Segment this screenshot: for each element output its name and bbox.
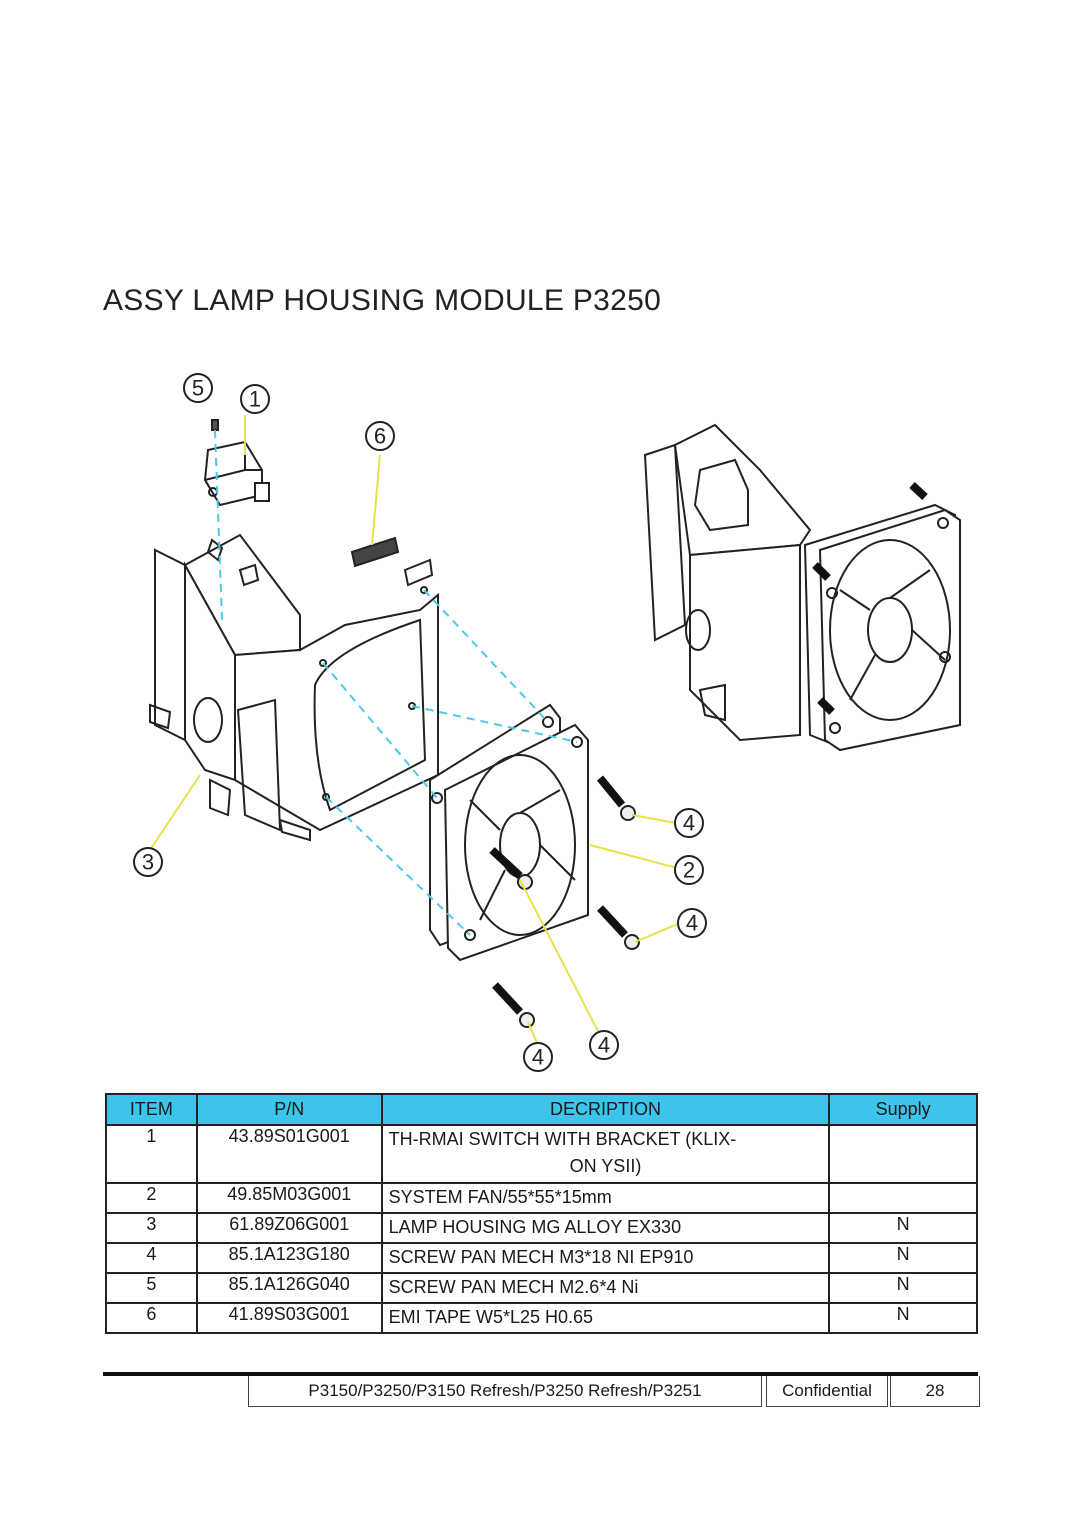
lamp-housing-assembled	[643, 423, 961, 752]
callout-1	[240, 384, 270, 414]
assembly-guide-lines	[214, 429, 578, 936]
table-row: 5 85.1A126G040 SCREW PAN MECH M2.6*4 Ni …	[105, 1272, 978, 1304]
row-item: 4	[105, 1242, 198, 1274]
row-supply: N	[828, 1212, 978, 1244]
row-item: 5	[105, 1272, 198, 1304]
row-supply: N	[828, 1302, 978, 1334]
row-item: 6	[105, 1302, 198, 1334]
row-supply	[828, 1182, 978, 1214]
footer-models: P3150/P3250/P3150 Refresh/P3250 Refresh/…	[248, 1376, 762, 1407]
row-description: SCREW PAN MECH M2.6*4 Ni	[380, 1272, 831, 1304]
header-description: DECRIPTION	[380, 1093, 831, 1126]
callout-4a	[674, 808, 704, 838]
page-title: ASSY LAMP HOUSING MODULE P3250	[103, 284, 662, 317]
callout-4a-label: 4	[683, 811, 695, 836]
callout-3-label: 3	[142, 850, 154, 875]
row-item: 1	[105, 1124, 198, 1184]
row-pn: 43.89S01G001	[195, 1124, 383, 1184]
table-row: 1 43.89S01G001 TH-RMAI SWITCH WITH BRACK…	[105, 1124, 978, 1184]
callout-6	[365, 421, 395, 451]
leader-lines	[149, 415, 681, 1046]
callout-4d	[589, 1030, 619, 1060]
row-item: 2	[105, 1182, 198, 1214]
footer-page-number: 28	[890, 1376, 980, 1407]
header-supply: Supply	[828, 1093, 978, 1126]
lamp-housing-exploded	[149, 533, 439, 842]
table-row: 4 85.1A123G180 SCREW PAN MECH M3*18 NI E…	[105, 1242, 978, 1274]
callout-5-label: 5	[192, 376, 204, 401]
row-description-line2: ON YSII)	[569, 1156, 642, 1176]
table-row: 2 49.85M03G001 SYSTEM FAN/55*55*15mm	[105, 1182, 978, 1214]
row-description-line1: TH-RMAI SWITCH WITH BRACKET (KLIX-	[388, 1129, 737, 1149]
callout-2-label: 2	[683, 858, 695, 883]
row-description: TH-RMAI SWITCH WITH BRACKET (KLIX- ON YS…	[380, 1124, 831, 1184]
row-description: LAMP HOUSING MG ALLOY EX330	[380, 1212, 831, 1244]
row-pn: 41.89S03G001	[195, 1302, 383, 1334]
header-pn: P/N	[195, 1093, 383, 1126]
row-pn: 85.1A126G040	[195, 1272, 383, 1304]
row-pn: 49.85M03G001	[195, 1182, 383, 1214]
row-supply	[828, 1124, 978, 1184]
row-pn: 61.89Z06G001	[195, 1212, 383, 1244]
callout-4c	[523, 1042, 553, 1072]
header-item: ITEM	[105, 1093, 198, 1126]
callout-6-label: 6	[374, 424, 386, 449]
row-description: SYSTEM FAN/55*55*15mm	[380, 1182, 831, 1214]
exploded-view-diagram: 5 1 6 3 4 2 4 4 4	[133, 373, 961, 1072]
callout-1-label: 1	[249, 387, 261, 412]
row-supply: N	[828, 1242, 978, 1274]
callout-4b-label: 4	[686, 911, 698, 936]
footer-confidential: Confidential	[766, 1376, 888, 1407]
row-pn: 85.1A123G180	[195, 1242, 383, 1274]
callout-4b	[677, 908, 707, 938]
row-description: EMI TAPE W5*L25 H0.65	[380, 1302, 831, 1334]
row-description: SCREW PAN MECH M3*18 NI EP910	[380, 1242, 831, 1274]
row-item: 3	[105, 1212, 198, 1244]
system-fan	[429, 703, 589, 962]
callout-2	[674, 855, 704, 885]
table-row: 6 41.89S03G001 EMI TAPE W5*L25 H0.65 N	[105, 1302, 978, 1334]
callout-4d-label: 4	[598, 1033, 610, 1058]
fan-screws	[489, 775, 628, 1015]
footer-divider	[103, 1372, 978, 1376]
callout-3	[133, 847, 163, 877]
table-header-row: ITEM P/N DECRIPTION Supply	[105, 1093, 978, 1126]
parts-table: ITEM P/N DECRIPTION Supply 1 43.89S01G00…	[105, 1093, 978, 1334]
row-supply: N	[828, 1272, 978, 1304]
callout-5	[183, 373, 213, 403]
callout-4c-label: 4	[532, 1045, 544, 1070]
table-row: 3 61.89Z06G001 LAMP HOUSING MG ALLOY EX3…	[105, 1212, 978, 1244]
emi-tape	[350, 536, 400, 568]
